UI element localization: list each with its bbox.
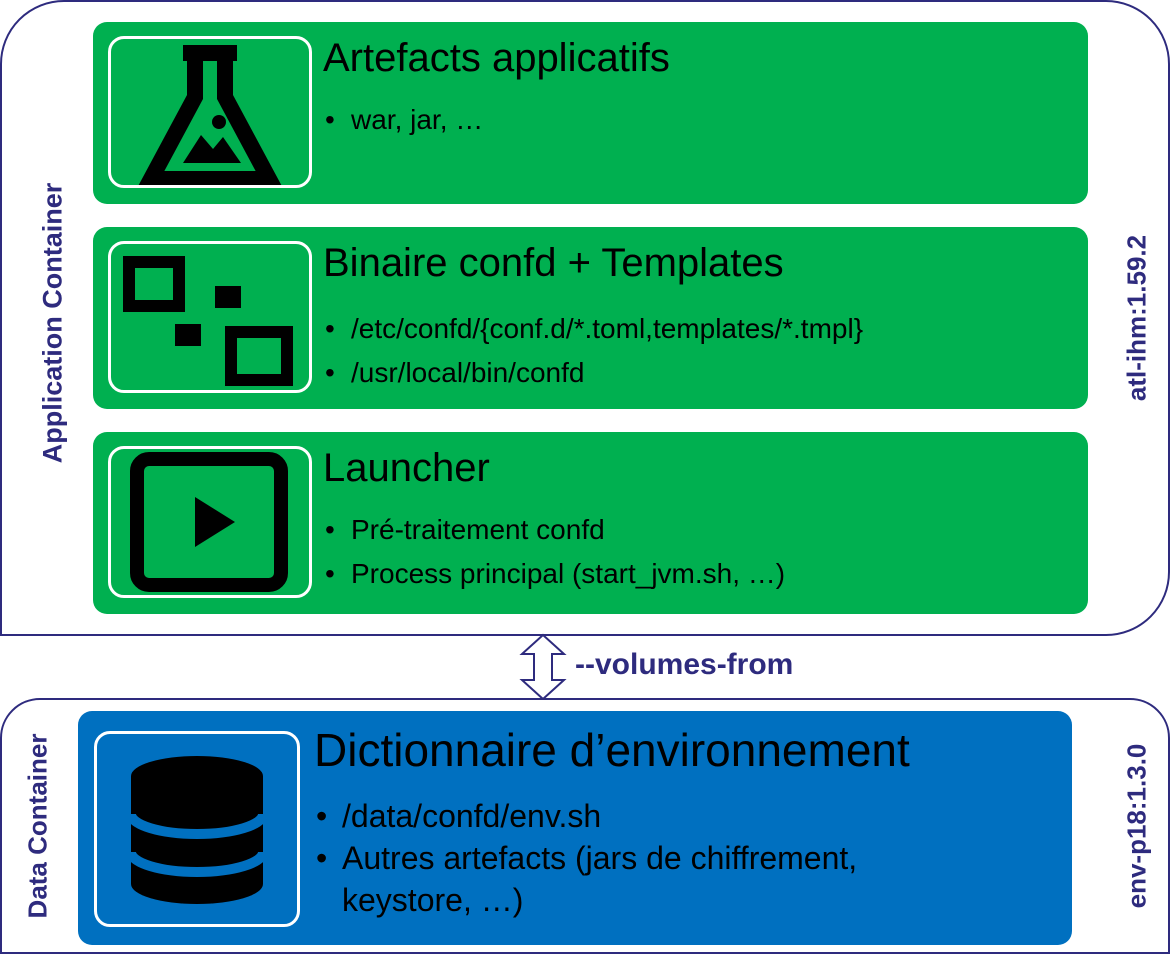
double-arrow-icon [519,633,567,701]
squares-icon [123,256,293,386]
play-icon [130,452,288,592]
bullet-item: Autres artefacts (jars de chiffrement, [312,837,857,879]
bullet-list: /data/confd/env.sh Autres artefacts (jar… [312,795,857,921]
bullet-item: /data/confd/env.sh [312,795,857,837]
flask-icon [138,45,282,185]
card-binaire-confd: Binaire confd + Templates /etc/confd/{co… [93,227,1088,409]
bullet-continuation: keystore, …) [342,882,524,918]
bullet-list: war, jar, … [321,102,483,138]
volumes-from-label: --volumes-from [575,648,794,681]
bullet-item: /usr/local/bin/confd [321,351,863,395]
database-icon-box [94,731,300,927]
bullet-item: Pré-traitement confd [321,508,785,552]
database-icon [126,756,268,904]
squares-icon-box [108,241,312,393]
bullet-list: Pré-traitement confd Process principal (… [321,508,785,596]
play-icon-box [108,446,312,598]
card-title: Artefacts applicatifs [323,36,670,80]
card-title: Binaire confd + Templates [323,241,784,285]
card-title: Launcher [323,446,490,490]
bullet-item: /etc/confd/{conf.d/*.toml,templates/*.tm… [321,307,863,351]
data-container-tag: env-p18:1.3.0 [1121,743,1152,909]
card-launcher: Launcher Pré-traitement confd Process pr… [93,432,1088,614]
card-dictionnaire-environnement: Dictionnaire d’environnement /data/confd… [78,711,1072,945]
application-container-tag: atl-ihm:1.59.2 [1121,234,1152,402]
card-title: Dictionnaire d’environnement [314,724,910,776]
bullet-item: Process principal (start_jvm.sh, …) [321,552,785,596]
bullet-list: /etc/confd/{conf.d/*.toml,templates/*.tm… [321,307,863,395]
flask-icon-box [108,36,312,188]
application-container-label: Application Container [37,182,68,464]
data-container-label: Data Container [22,733,53,919]
card-artefacts-applicatifs: Artefacts applicatifs war, jar, … [93,22,1088,204]
bullet-item: war, jar, … [321,102,483,138]
